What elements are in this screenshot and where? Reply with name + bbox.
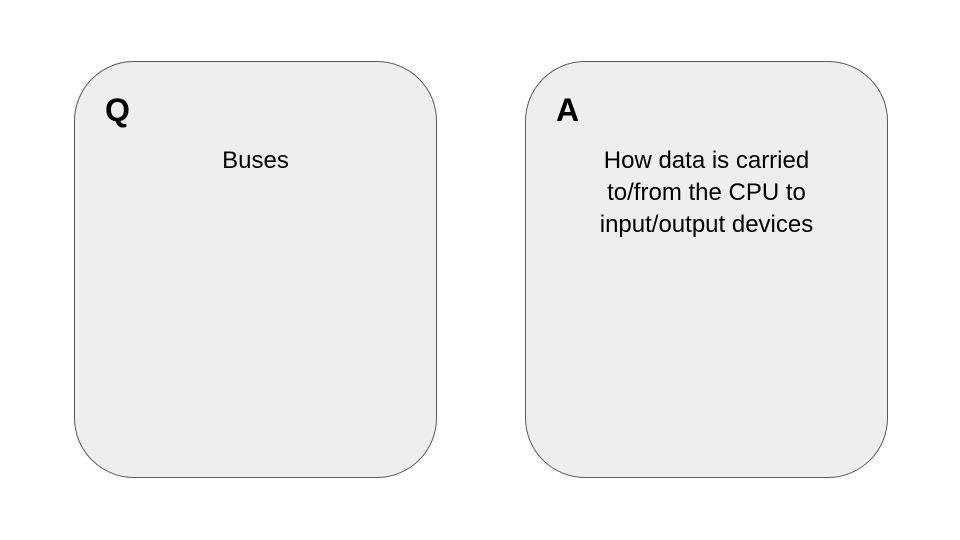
question-card: Q Buses [74, 61, 437, 478]
question-label: Q [105, 92, 130, 128]
question-text: Buses [222, 147, 289, 174]
answer-line: input/output devices [599, 211, 814, 238]
answer-text: How data is carried to/from the CPU to i… [566, 145, 847, 241]
answer-line: to/from the CPU to [607, 179, 806, 206]
answer-card: A How data is carried to/from the CPU to… [525, 61, 888, 478]
answer-line: How data is carried [603, 147, 810, 174]
answer-label: A [556, 92, 580, 128]
